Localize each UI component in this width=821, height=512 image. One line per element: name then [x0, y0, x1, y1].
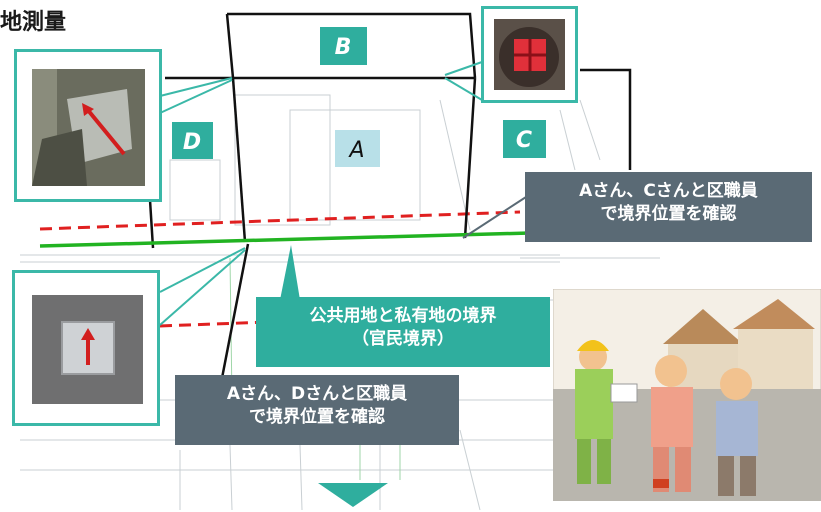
label-a-box: [335, 130, 380, 167]
green-plan-marks: [229, 257, 401, 480]
photo-connectors: [159, 61, 483, 326]
label-c-box: [503, 120, 546, 158]
arrow-plate-photo-frame: [12, 270, 160, 426]
parcel-outlines: [148, 12, 632, 441]
public-private-boundary-line: [39, 231, 531, 248]
ad-confirmation-callout: Aさん、Dさんと区職員 で境界位置を確認: [175, 375, 459, 445]
setback-line-lower: [159, 320, 269, 328]
boundary-marker-photo: [32, 69, 145, 186]
label-d: D: [183, 130, 201, 155]
ac-confirmation-callout: Aさん、Cさんと区職員 で境界位置を確認: [525, 172, 812, 242]
boundary-marker-photo-frame: [14, 49, 162, 202]
survey-illustration: [553, 289, 821, 501]
page-title: 地測量: [0, 10, 67, 35]
down-arrow-icon: [318, 483, 388, 507]
ac-callout-line2: で境界位置を確認: [600, 203, 737, 224]
ac-callout-line1: Aさん、Cさんと区職員: [579, 181, 758, 201]
arrow-plate-photo: [32, 295, 143, 404]
boundary-callout-line1: 公共用地と私有地の境界: [309, 306, 497, 326]
boundary-callout-pointer: [280, 245, 300, 300]
ad-callout-line1: Aさん、Dさんと区職員: [226, 384, 408, 404]
label-d-box: [172, 122, 213, 159]
boundary-callout-line2: （官民境界）: [352, 328, 454, 349]
label-c: C: [516, 128, 532, 153]
label-b: B: [335, 35, 352, 60]
label-b-box: [320, 27, 367, 65]
red-cross-marker-photo: [494, 19, 565, 90]
red-marker-photo-frame: [481, 6, 578, 103]
label-a: A: [347, 138, 364, 163]
public-boundary-callout: 公共用地と私有地の境界 （官民境界）: [256, 297, 550, 367]
setback-line-upper: [39, 210, 521, 231]
ac-callout-pointer: [462, 196, 527, 239]
ad-callout-line2: で境界位置を確認: [249, 406, 385, 427]
